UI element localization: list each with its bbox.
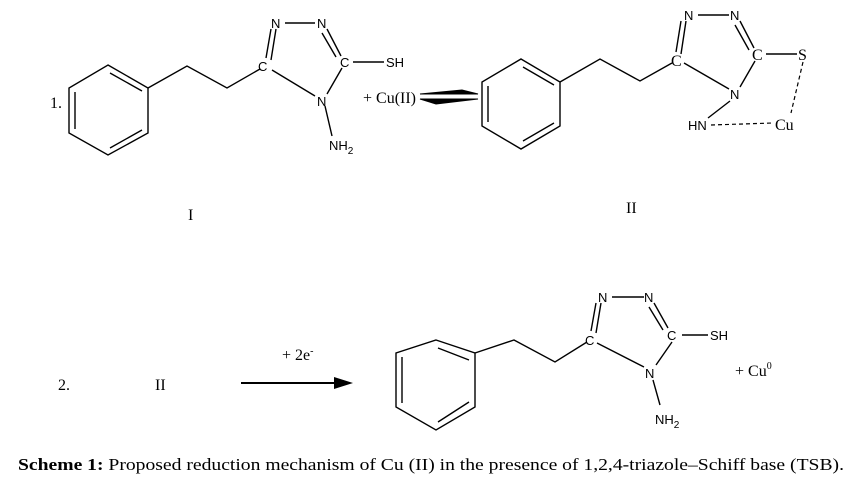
benzene-ring [395,339,476,431]
atom-n4: N [317,94,326,109]
atom-n1: N [684,8,693,23]
atom-c5: C [671,53,682,70]
benzene-ring [481,58,561,150]
reagent-cu-ii: + Cu(II) [363,90,416,107]
atom-c3: C [340,55,349,70]
atom-n2: N [730,8,739,23]
ethyl-chain [147,65,261,89]
byproduct-cu0: + Cu0 [735,361,772,380]
coordination-bonds [710,61,804,126]
triazole-bonds [675,14,797,119]
atom-s: S [798,47,807,64]
step-number-2: 2. [58,377,70,394]
atom-n1: N [598,290,607,305]
scheme-caption: Scheme 1: Proposed reduction mechanism o… [18,455,844,474]
atom-n1: N [271,16,280,31]
reactant-II: II [155,377,166,394]
atom-n4: N [645,366,654,381]
molecule-II-cu-complex: N N C C S N HN Cu [481,8,807,150]
atom-n2: N [317,16,326,31]
atom-nh2: NH2 [655,412,680,431]
benzene-ring [68,64,149,156]
triazole-bonds [590,296,708,406]
atom-cu: Cu [775,117,794,134]
atom-sh: SH [710,328,728,343]
atom-hn: HN [688,118,707,133]
atom-n4: N [730,87,739,102]
step-number-1: 1. [50,95,62,112]
ethyl-chain [559,58,673,83]
atom-nh2: NH2 [329,138,354,157]
atom-c3: C [752,47,763,64]
atom-c5: C [258,59,267,74]
atom-c5: C [585,333,594,348]
triazole-bonds [265,22,384,137]
label-II: II [626,200,637,217]
atom-sh: SH [386,55,404,70]
atom-n2: N [644,290,653,305]
ethyl-chain [474,339,588,363]
equilibrium-arrow [419,89,479,105]
molecule-I: N N C C SH N NH2 [68,16,404,157]
molecule-product: N N C C SH N NH2 [395,290,728,431]
label-I: I [188,207,193,224]
reagent-electrons: + 2e- [282,346,313,364]
reaction-arrow [241,377,353,389]
atom-c3: C [667,328,676,343]
